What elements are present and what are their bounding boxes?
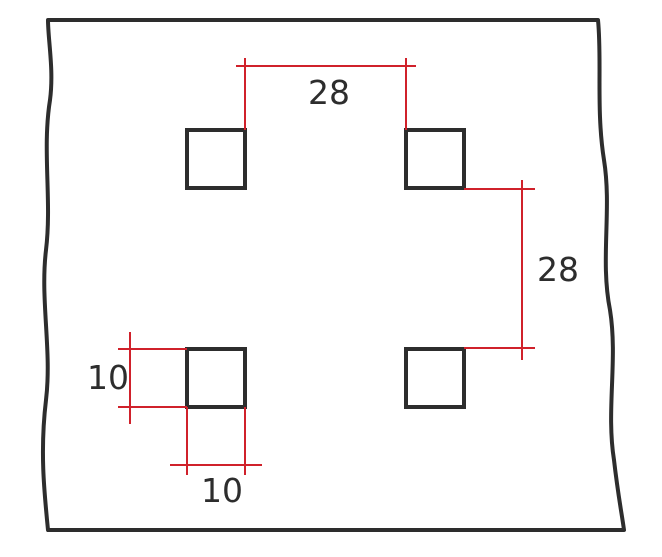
square-width-label: 10 (201, 471, 243, 510)
dimension-square-height: 10 (87, 332, 187, 424)
dimension-horizontal-spacing: 28 (236, 58, 416, 130)
square-height-label: 10 (87, 358, 129, 397)
dimension-square-width: 10 (170, 407, 262, 510)
hole-bottom-right (404, 347, 466, 409)
horizontal-spacing-label: 28 (308, 73, 350, 112)
plate-outline (40, 18, 626, 532)
hole-bottom-left (185, 347, 247, 409)
vertical-spacing-label: 28 (537, 250, 579, 289)
hole-top-right (404, 128, 466, 190)
dimension-vertical-spacing: 28 (464, 180, 579, 360)
hole-top-left (185, 128, 247, 190)
